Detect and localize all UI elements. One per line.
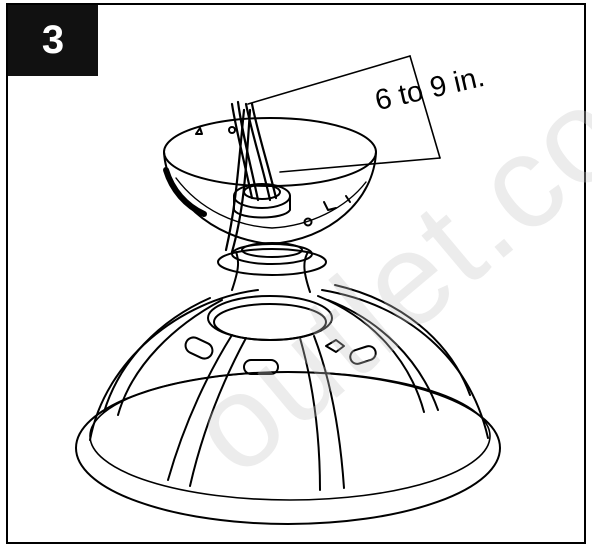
step-number-badge: 3: [8, 5, 98, 76]
fan-housing: [75, 284, 501, 525]
dimension-bracket: [247, 55, 441, 173]
mounting-cup: [163, 117, 377, 245]
step-number: 3: [41, 18, 65, 62]
lead-wires: [224, 100, 278, 254]
fan-neck: [217, 242, 327, 293]
